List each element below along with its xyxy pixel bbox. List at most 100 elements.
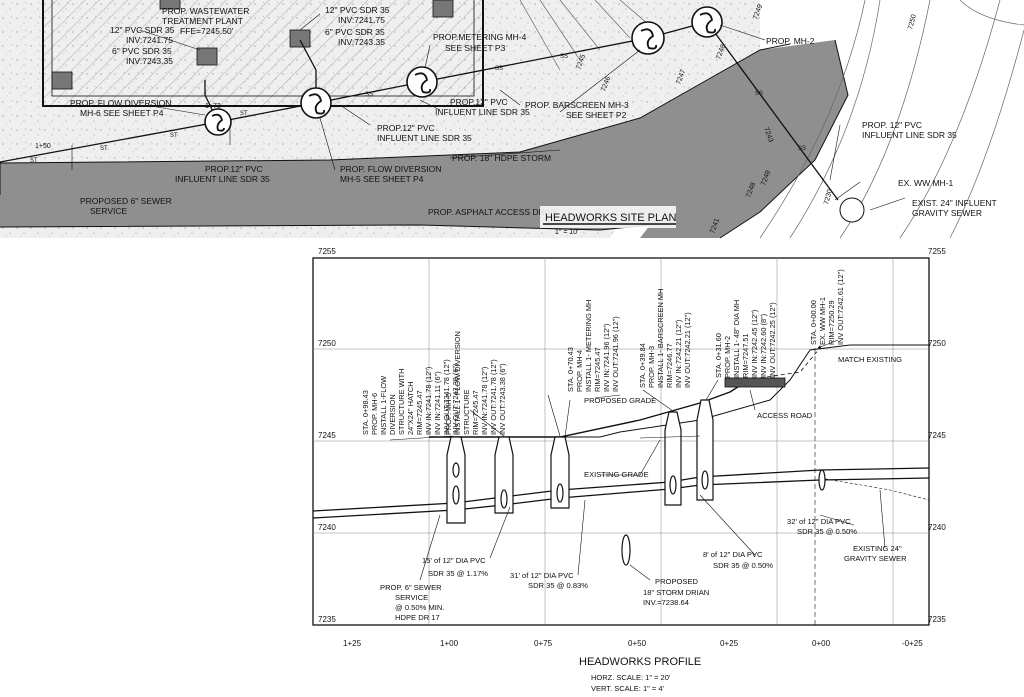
- pvc12-top-2: INV:7241.75: [338, 15, 385, 25]
- mh2-structure: [696, 399, 714, 501]
- elev-right-7235: 7235: [928, 615, 946, 624]
- mh5-notes-line-4: INV IN:7241.78 (12"): [480, 367, 489, 435]
- pvc32-line1: 32' of 12" DIA PVC: [787, 517, 851, 526]
- elev-left-7245: 7245: [318, 431, 336, 440]
- existing24-line2: GRAVITY SEWER: [844, 554, 907, 563]
- station-labels: 1+25 1+00 0+75 0+50 0+25 0+00 -0+25: [343, 639, 923, 648]
- mh4-notes-line-3: RIM=7245.47: [593, 347, 602, 392]
- flow-div5-1: PROP. FLOW DIVERSION: [340, 164, 441, 174]
- mh6-notes-line-3: DIVERSION: [388, 394, 397, 435]
- ex-ww-mh1: EX. WW MH-1: [898, 178, 954, 188]
- svg-text:ST: ST: [100, 146, 108, 152]
- profile-grid: [313, 258, 929, 625]
- existing-grade-label: EXISTING GRADE: [584, 470, 649, 479]
- pvc-inf-d-1: PROP. 12" PVC: [862, 120, 922, 130]
- sta-label-000: 0+00: [812, 639, 831, 648]
- mh1-notes-line-1: EX. WW MH-1: [818, 297, 827, 345]
- mh4-notes-line-4: INV IN:7241.96 (12"): [602, 324, 611, 392]
- pvc-inf-c-2: INFLUENT LINE SDR 35: [175, 174, 270, 184]
- flow-div6-2: MH-6 SEE SHEET P4: [80, 108, 164, 118]
- contour-lines: [519, 0, 1024, 239]
- contour-7241: 7241: [709, 218, 721, 235]
- contour-7247: 7247: [675, 69, 687, 86]
- svg-text:ST: ST: [170, 133, 178, 139]
- storm-line3: INV.=7238.64: [643, 598, 689, 607]
- mh2-notes-line-1: PROP. MH-2: [723, 336, 732, 378]
- existing24-line1: EXISTING 24": [853, 544, 902, 553]
- contour-7245: 7245: [575, 54, 587, 71]
- sewer6-1: PROPOSED 6" SEWER: [80, 196, 172, 206]
- pvc6-left-2: INV:7243.35: [126, 56, 173, 66]
- mh6-notes-line-8: INV IN:7241.11 (6"): [433, 371, 442, 435]
- contour-7249: 7249: [752, 4, 764, 21]
- elev-right-7240: 7240: [928, 523, 946, 532]
- elev-left-7235: 7235: [318, 615, 336, 624]
- mh5-notes-line-6: INV OUT:7243.38 (6"): [498, 363, 507, 435]
- mh2-notes-line-4: INV IN:7242.45 (12"): [750, 310, 759, 378]
- mh6-notes-line-6: RIM=7245.47: [415, 390, 424, 435]
- svg-text:ST: ST: [30, 158, 38, 164]
- mh6-notes-line-7: INV IN:7241.78 (12"): [424, 367, 433, 435]
- access-road-bar: [724, 377, 786, 388]
- barscreen-1: PROP. BARSCREEN MH-3: [525, 100, 629, 110]
- mh2-label: PROP. MH-2: [766, 36, 815, 46]
- mh4-label-1: PROP.METERING MH-4: [433, 32, 527, 42]
- service-line2: SERVICE: [395, 593, 428, 602]
- station-150: 1+50: [35, 143, 51, 150]
- mh6-notes-line-4: STRUCTURE WITH: [397, 368, 406, 435]
- sta-label-025: 0+25: [720, 639, 739, 648]
- elev-right-7245: 7245: [928, 431, 946, 440]
- mh5-notes-line-0: PROP. MH-5: [444, 393, 453, 435]
- pvc-inf-b-2: INFLUENT LINE SDR 35: [377, 133, 472, 143]
- svg-text:SS: SS: [798, 146, 806, 152]
- contour-7248-b: 7248: [745, 182, 757, 199]
- elevation-labels: 7255 7250 7245 7240 7235 7255 7250 7245 …: [318, 247, 946, 624]
- svg-text:ST: ST: [240, 111, 248, 117]
- sta-label-125: 1+25: [343, 639, 362, 648]
- contour-7246: 7246: [600, 76, 612, 93]
- pvc31-line1: 31' of 12" DIA PVC: [510, 571, 574, 580]
- pvc8-line2: SDR 35 @ 0.50%: [713, 561, 773, 570]
- match-existing-label: MATCH EXISTING: [838, 355, 902, 364]
- pvc32-line2: SDR 35 @ 0.50%: [797, 527, 857, 536]
- manhole-symbols: [204, 6, 865, 223]
- station-173: 1+73: [205, 103, 221, 110]
- sta-label-075: 0+75: [534, 639, 553, 648]
- sta-label-neg025: -0+25: [902, 639, 923, 648]
- mh5-notes-line-3: RIM=7245.47: [471, 390, 480, 435]
- profile-title-block: HEADWORKS PROFILE HORZ. SCALE: 1" = 20' …: [579, 656, 701, 693]
- pvc12-left-2: INV:7241.75: [126, 35, 173, 45]
- sta-label-100: 1+00: [440, 639, 459, 648]
- contour-7230: 7230: [823, 189, 834, 206]
- barscreen-2: SEE SHEET P2: [566, 110, 627, 120]
- mh5-notes-line-1: INSTALL 1- FLOW DIVERSION: [453, 331, 462, 435]
- wwtp-label-2: TREATMENT PLANT: [162, 16, 243, 26]
- contour-7243: 7243: [762, 126, 774, 143]
- sta-label-050: 0+50: [628, 639, 647, 648]
- mh2-notes-line-3: RIM=7247.51: [741, 333, 750, 378]
- mh4-notes-line-1: PROP. MH-4: [575, 350, 584, 392]
- pvc15-line1: 15' of 12" DIA PVC: [422, 556, 486, 565]
- site-plan: ST ST ST ST SS SS SS SS SS PROP. WASTEWA…: [0, 0, 1024, 239]
- mh6-notes-line-1: PROP. MH-6: [370, 393, 379, 435]
- mh6-notes-line-0: STA. 0+98.43: [361, 390, 370, 435]
- mh4-notes-line-2: INSTALL 1- METERING MH: [584, 300, 593, 392]
- mh3-notes-line-5: INV OUT:7242.21 (12"): [683, 312, 692, 388]
- svg-text:SS: SS: [495, 66, 503, 72]
- mh2-notes-line-6: INV OUT:7242.25 (12"): [768, 302, 777, 378]
- storm-line1: PROPOSED: [655, 577, 699, 586]
- pvc-inf-a-2: INFLUENT LINE SDR 35: [435, 107, 530, 117]
- mh1-notes-line-2: RIM=7250.29: [827, 300, 836, 345]
- existing-grade-line: [429, 344, 929, 438]
- hdpe-storm: PROP. 18" HDPE STORM: [452, 153, 551, 163]
- mh4-label-2: SEE SHEET P3: [445, 43, 506, 53]
- profile-section: 7255 7250 7245 7240 7235 7255 7250 7245 …: [0, 240, 1024, 697]
- pvc31-line2: SDR 35 @ 0.83%: [528, 581, 588, 590]
- storm-drain-section: [621, 534, 631, 566]
